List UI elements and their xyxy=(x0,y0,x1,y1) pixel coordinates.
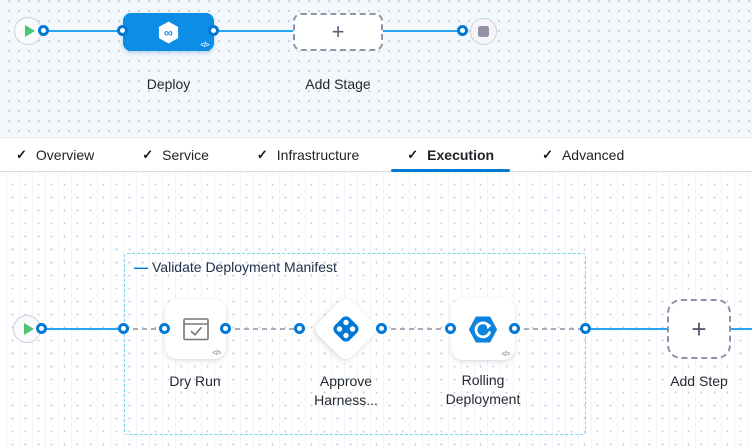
execution-canvas[interactable]: — Validate Deployment Manifest xyxy=(0,172,752,448)
connector-port[interactable] xyxy=(580,323,591,334)
add-step-label: Add Step xyxy=(670,373,728,389)
step-node-dry-run[interactable]: </> xyxy=(165,299,226,359)
add-stage-label: Add Stage xyxy=(305,76,371,92)
yaml-code-icon[interactable]: </> xyxy=(501,351,510,358)
harness-approval-icon xyxy=(333,316,359,342)
connector-port[interactable] xyxy=(445,323,456,334)
tab-label: Infrastructure xyxy=(276,146,360,163)
add-step-button[interactable]: + xyxy=(667,299,731,359)
step-group-label: Validate Deployment Manifest xyxy=(152,259,337,275)
exec-edge-dashed xyxy=(124,328,165,330)
exec-edge-line xyxy=(731,328,752,330)
connector-port[interactable] xyxy=(509,323,520,334)
step-group-header: — Validate Deployment Manifest xyxy=(134,259,337,275)
play-icon xyxy=(24,323,34,335)
plus-icon: + xyxy=(691,314,707,344)
connector-port[interactable] xyxy=(208,25,219,36)
tab-label: Overview xyxy=(35,146,95,163)
rolling-deployment-icon xyxy=(469,316,497,342)
connector-port[interactable] xyxy=(294,323,305,334)
step-node-rolling-deployment[interactable]: </> xyxy=(451,298,515,360)
check-icon: ✓ xyxy=(142,146,154,162)
check-icon: ✓ xyxy=(16,146,27,162)
tab-overview[interactable]: ✓ Overview xyxy=(14,138,96,171)
tab-label: Service xyxy=(162,146,209,163)
collapse-group-icon[interactable]: — xyxy=(134,259,148,275)
stop-icon xyxy=(478,26,489,37)
exec-edge-line xyxy=(42,328,124,330)
exec-edge-dashed xyxy=(515,328,586,330)
add-stage-button[interactable]: + xyxy=(293,13,383,51)
check-icon: ✓ xyxy=(542,146,553,162)
svg-text:∞: ∞ xyxy=(164,25,173,39)
tab-label: Execution xyxy=(427,146,495,163)
pipeline-end-node[interactable] xyxy=(470,18,497,45)
check-icon: ✓ xyxy=(407,146,419,162)
step-group-box xyxy=(124,253,586,435)
step-label-dry-run: Dry Run xyxy=(169,373,221,389)
stage-config-tabbar: ✓ Overview ✓ Service ✓ Infrastructure ✓ … xyxy=(0,137,752,172)
exec-edge-dashed xyxy=(226,328,300,330)
stage-edge-line xyxy=(44,30,123,32)
exec-edge-line xyxy=(586,328,667,330)
connector-port[interactable] xyxy=(118,323,129,334)
step-label-rolling-deployment: Rolling Deployment xyxy=(445,372,521,407)
connector-port[interactable] xyxy=(36,323,47,334)
step-node-approve[interactable] xyxy=(312,295,380,363)
plus-icon: + xyxy=(331,19,345,44)
exec-edge-dashed xyxy=(382,328,451,330)
stage-edge-line xyxy=(383,30,463,32)
tab-advanced[interactable]: ✓ Advanced xyxy=(540,138,626,171)
stage-canvas[interactable]: ∞ </> + Deploy Add Stage xyxy=(0,0,752,137)
play-icon xyxy=(25,25,35,37)
stage-label: Deploy xyxy=(146,76,191,92)
connector-port[interactable] xyxy=(159,323,170,334)
tab-execution[interactable]: ✓ Execution xyxy=(391,138,510,172)
pipeline-start-node[interactable] xyxy=(14,17,42,45)
stage-node-deploy[interactable]: ∞ </> xyxy=(123,13,214,51)
connector-port[interactable] xyxy=(117,25,128,36)
connector-port[interactable] xyxy=(220,323,231,334)
yaml-code-icon[interactable]: </> xyxy=(212,350,221,357)
tab-service[interactable]: ✓ Service xyxy=(140,138,211,171)
dry-run-icon xyxy=(182,317,209,340)
connector-port[interactable] xyxy=(38,25,49,36)
stage-edge-line xyxy=(214,30,293,32)
step-label-approve: Approve Harness... xyxy=(314,373,378,408)
check-icon: ✓ xyxy=(256,146,268,162)
connector-port[interactable] xyxy=(376,323,387,334)
connector-port[interactable] xyxy=(457,25,468,36)
yaml-code-icon[interactable]: </> xyxy=(200,42,209,49)
tab-infrastructure[interactable]: ✓ Infrastructure xyxy=(255,138,361,171)
cd-stage-icon: ∞ xyxy=(158,21,179,43)
tab-label: Advanced xyxy=(561,146,625,163)
